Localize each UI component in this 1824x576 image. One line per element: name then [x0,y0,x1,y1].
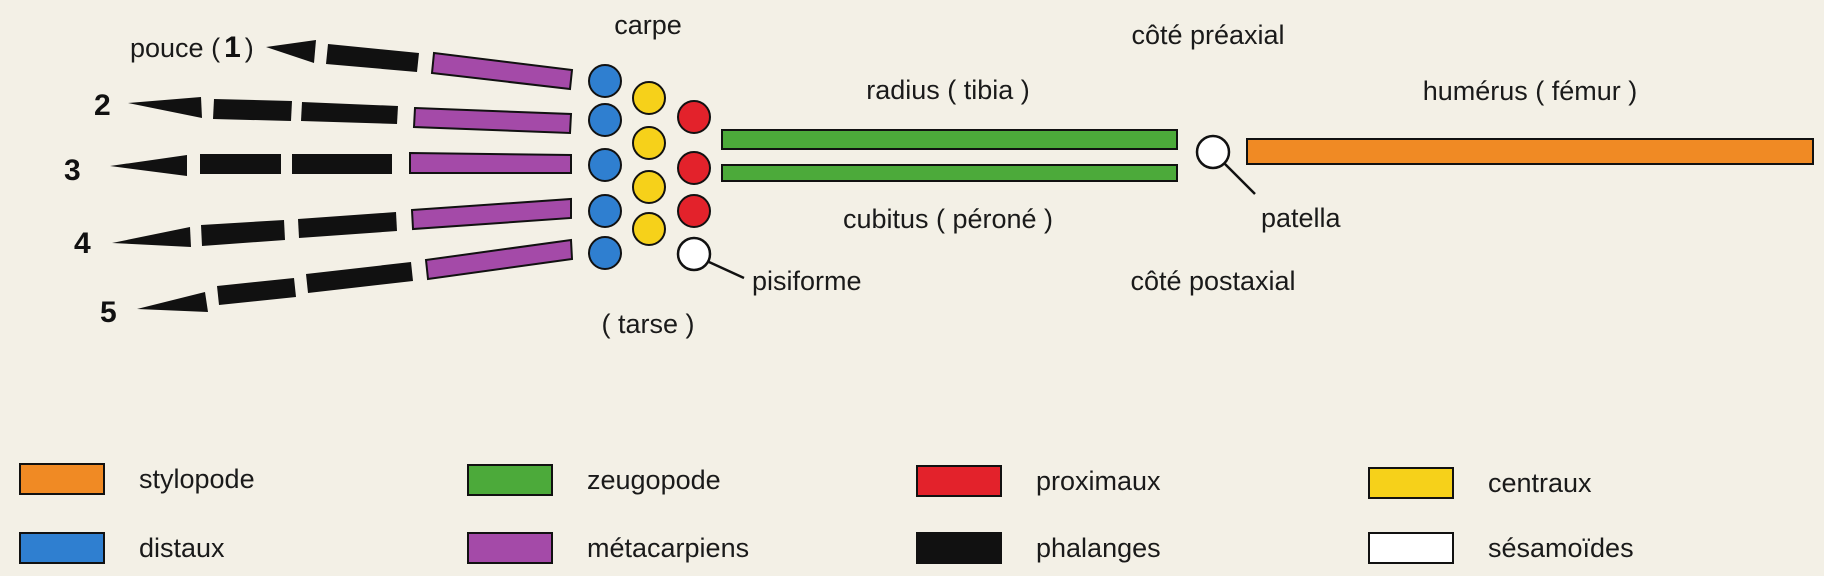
phalanx [213,99,292,121]
legend-label: zeugopode [587,464,721,495]
legend-label: sésamoïdes [1488,532,1634,563]
pisiform-leader-line [708,260,745,280]
legend-item-phalanges: phalanges [916,532,1161,564]
carpe-label: carpe [614,10,682,40]
carpal-central [632,212,666,246]
digit-1-label: pouce (1) [130,31,254,64]
legend-swatch [467,532,553,564]
radius-label: radius ( tibia ) [866,75,1030,105]
patella-sesamoid [1195,134,1231,170]
phalanx [326,44,419,72]
phalanx [298,212,397,238]
phalanx [137,292,208,312]
pisiforme-label: pisiforme [752,266,862,296]
legend-item-distaux: distaux [19,532,225,564]
carpal-distal [588,103,622,137]
digit-3-label: 3 [64,154,81,187]
legend-item-stylopode: stylopode [19,463,255,495]
humerus-bone [1246,138,1814,165]
humerus-label: humérus ( fémur ) [1423,76,1638,106]
legend-item-sesamoides: sésamoïdes [1368,532,1634,564]
cote-preaxial-label: côté préaxial [1131,20,1284,50]
legend-item-zeugopode: zeugopode [467,464,721,496]
carpal-central [632,81,666,115]
cubitus-bone [721,164,1178,182]
metacarpal-4 [410,197,572,231]
legend-label: distaux [139,532,225,563]
carpal-proximal [677,194,711,228]
patella-label: patella [1261,203,1342,233]
patella-leader-line [1223,162,1256,195]
legend-swatch [916,465,1002,497]
legend-label: stylopode [139,463,255,494]
cote-postaxial-label: côté postaxial [1130,266,1295,296]
phalanx [200,154,281,174]
phalanx [217,278,296,305]
carpal-central [632,126,666,160]
phalanx [201,220,285,246]
phalanx [306,262,413,293]
metacarpal-2 [412,106,573,135]
digit-4-label: 4 [74,227,91,260]
metacarpal-1 [430,51,574,91]
legend-label: proximaux [1036,465,1161,496]
phalanx [266,40,316,63]
legend-swatch [1368,467,1454,499]
legend-swatch [19,532,105,564]
legend-swatch [1368,532,1454,564]
digit-5-label: 5 [100,296,117,329]
metacarpal-3 [409,151,572,174]
metacarpal-5 [424,238,574,281]
phalanx [292,154,392,174]
limb-skeleton-diagram: pouce (1) 2 3 4 5 carpe ( tarse ) pisifo… [64,10,1814,339]
carpal-proximal [677,151,711,185]
legend-item-centraux: centraux [1368,467,1592,499]
carpal-distal [588,194,622,228]
phalanx [128,97,202,118]
cubitus-label: cubitus ( péroné ) [843,204,1053,234]
phalanx [301,102,398,124]
carpal-distal [588,236,622,270]
legend-item-proximaux: proximaux [916,465,1161,497]
legend-label: métacarpiens [587,532,750,563]
carpal-central [632,170,666,204]
legend-label: phalanges [1036,532,1161,563]
legend-item-metacarpiens: métacarpiens [467,532,749,564]
carpal-proximal [677,100,711,134]
tarse-label: ( tarse ) [601,309,694,339]
legend-swatch [19,463,105,495]
pisiform-sesamoid [676,236,712,272]
legend-swatch [467,464,553,496]
carpal-distal [588,148,622,182]
legend-label: centraux [1488,467,1592,498]
carpal-distal [588,64,622,98]
phalanx [110,155,187,176]
phalanx [112,227,191,247]
legend-swatch [916,532,1002,564]
digit-2-label: 2 [94,89,111,122]
radius-bone [721,129,1178,150]
